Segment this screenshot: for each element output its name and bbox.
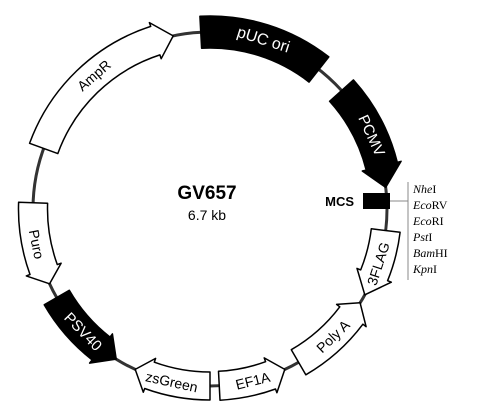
feature-label-puro: Puro <box>26 228 48 260</box>
plasmid-size: 6.7 kb <box>188 207 226 223</box>
feature-psv40: PSV40 <box>43 289 117 364</box>
mcs-label: MCS <box>325 194 354 209</box>
feature-poly-a: Poly A <box>290 302 367 376</box>
feature-ampr: AmpR <box>28 21 174 155</box>
feature-puc-ori: pUC ori <box>199 15 330 83</box>
mcs-site: KpnI <box>412 262 437 276</box>
feature-ef1a: EF1A <box>217 357 286 401</box>
feature-arrow-ef1a <box>217 357 286 401</box>
mcs-site: EcoRI <box>412 214 444 228</box>
feature-arrow-puc-ori <box>199 15 330 83</box>
feature-arrow-3flag <box>356 228 401 296</box>
feature-arrow-psv40 <box>43 289 117 364</box>
mcs-site: EcoRV <box>412 198 448 212</box>
feature-arrow-ampr <box>28 21 174 155</box>
feature-3flag: 3FLAG <box>356 228 401 296</box>
plasmid-name: GV657 <box>177 183 236 204</box>
feature-pcmv: PCMV <box>328 79 402 189</box>
mcs-block <box>363 193 390 209</box>
feature-arrow-pcmv <box>328 79 402 189</box>
feature-arrow-zsgreen <box>134 357 211 401</box>
mcs-site: NheI <box>412 182 436 196</box>
feature-puro: Puro <box>17 201 62 285</box>
feature-arrow-poly-a <box>290 302 367 376</box>
feature-zsgreen: zsGreen <box>134 357 211 401</box>
mcs-site: BamHI <box>413 246 448 260</box>
feature-arrow-puro <box>17 201 62 285</box>
mcs-site: PstI <box>412 230 432 244</box>
